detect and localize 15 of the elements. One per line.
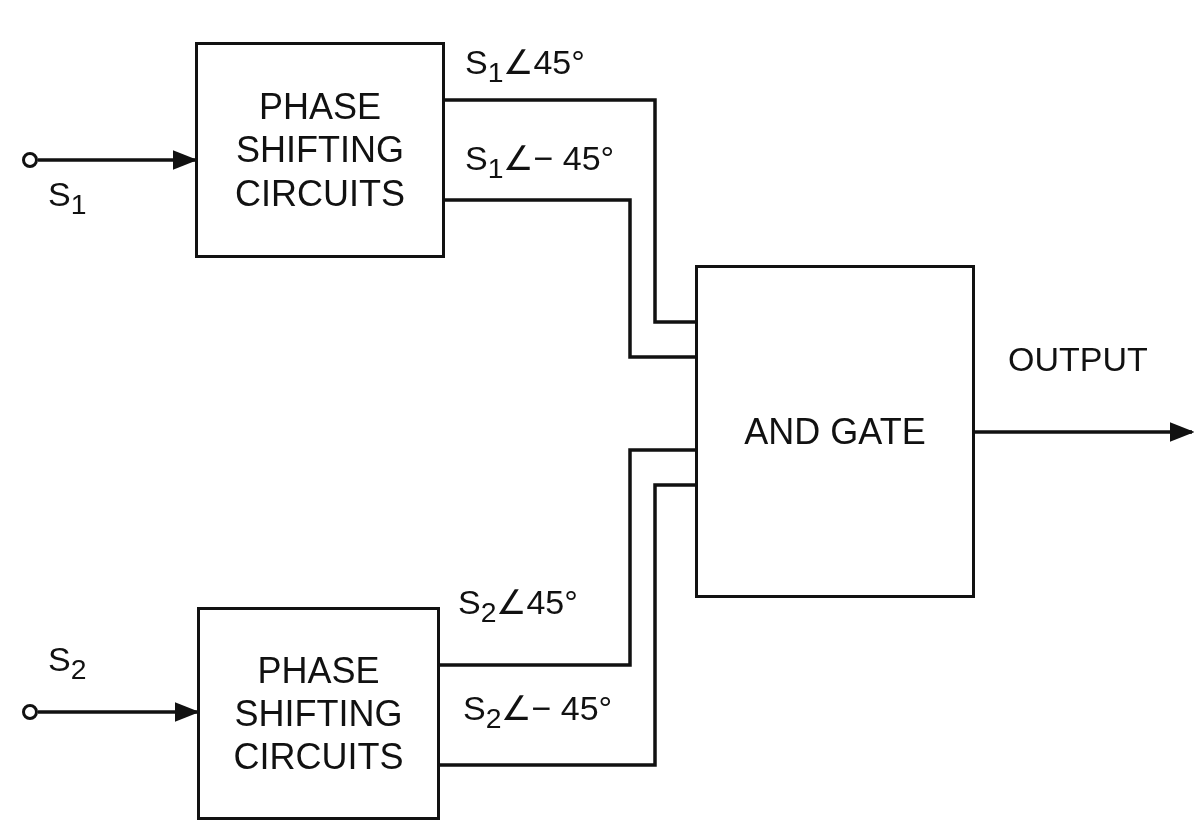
- block-label: AND GATE: [744, 409, 926, 454]
- connector-line: [440, 483, 695, 767]
- block-box: [195, 42, 445, 258]
- arrow: [975, 422, 1195, 442]
- signal-label: S$_{1}$: [48, 175, 87, 221]
- connector-line: [445, 98, 695, 324]
- block-label: PHASE SHIFTING CIRCUITS: [232, 648, 405, 779]
- block-box: [695, 265, 975, 598]
- input-terminal: [22, 152, 38, 168]
- input-terminal: [22, 704, 38, 720]
- signal-label: S$_{2}$: [48, 640, 87, 686]
- connector-line: [445, 198, 695, 359]
- connector-line: [440, 448, 695, 667]
- block-label: PHASE SHIFTING CIRCUITS: [234, 85, 406, 215]
- block-box: [197, 607, 440, 820]
